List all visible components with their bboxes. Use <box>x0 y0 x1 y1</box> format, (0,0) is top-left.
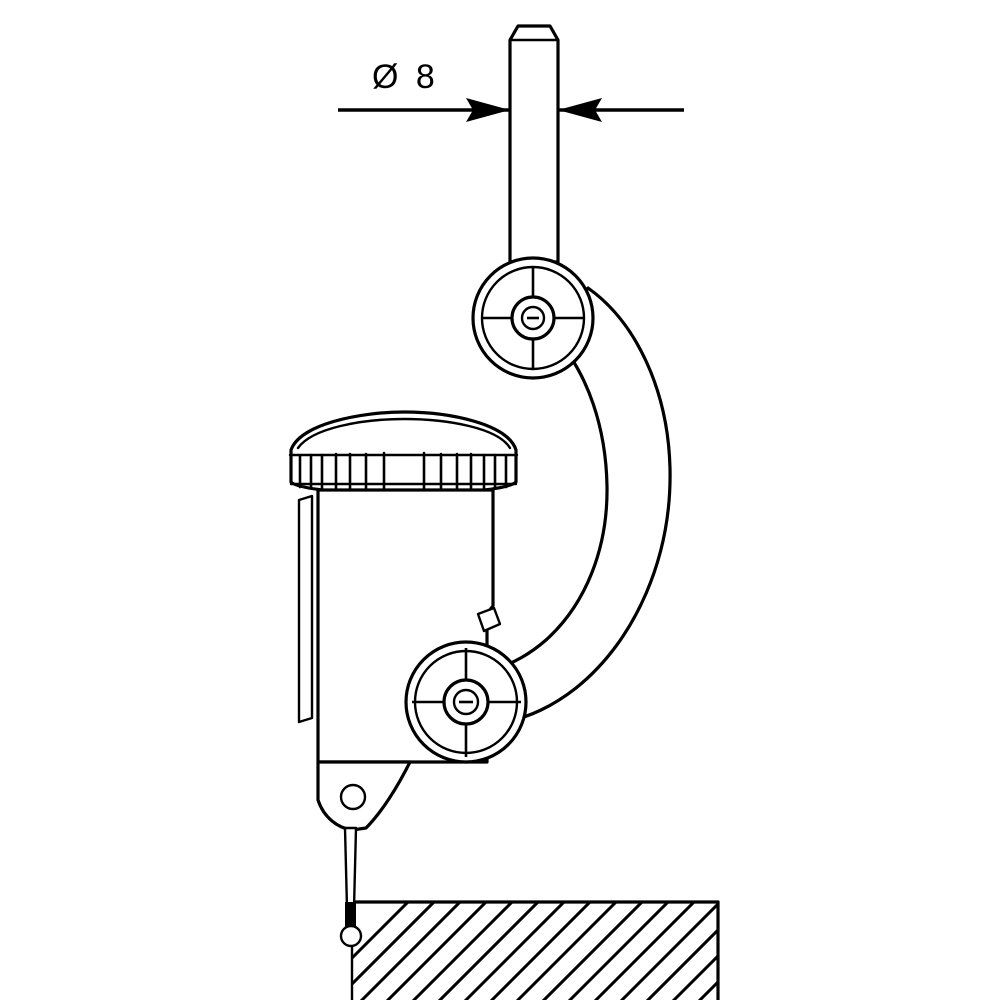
side-rail <box>297 494 314 724</box>
probe-pivot-hole <box>339 783 367 811</box>
indicator-bezel <box>288 410 519 496</box>
mounting-shaft <box>508 24 560 264</box>
stylus <box>339 826 363 948</box>
lower-hub-centerlines <box>412 648 521 757</box>
upper-clamp-hub <box>471 256 595 380</box>
bezel-knurling <box>298 451 508 494</box>
workpiece-surface <box>350 900 720 1000</box>
dimension-arrow-left <box>466 98 510 122</box>
bezel-dome-crystal <box>296 417 512 450</box>
hub-lug <box>476 606 502 633</box>
lower-clamp-hub <box>404 640 528 764</box>
workpiece-hatching <box>352 902 718 1000</box>
upper-hub-centerlines <box>482 267 584 370</box>
dimension-arrow-right <box>558 98 602 122</box>
stylus-shank <box>343 826 358 910</box>
bezel-body <box>289 410 518 496</box>
dimension-annotation: Ø 8 <box>338 58 684 150</box>
probe-housing <box>316 760 412 832</box>
dimension-label: Ø 8 <box>372 58 439 96</box>
stylus-ball-tip <box>339 924 363 948</box>
